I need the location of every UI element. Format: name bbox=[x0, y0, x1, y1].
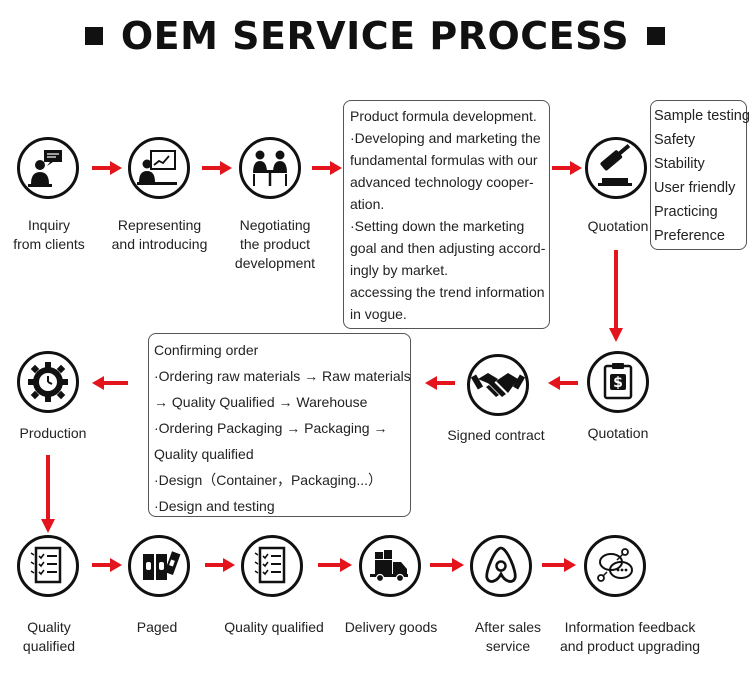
formula-line: fundamental formulas with our bbox=[350, 152, 538, 168]
negotiating-node bbox=[239, 137, 301, 199]
delivery-goods-label: Delivery goods bbox=[344, 619, 438, 635]
sample-line: Sample testing bbox=[654, 108, 750, 124]
meeting-table-icon bbox=[253, 150, 287, 186]
formula-line: accessing the trend information bbox=[350, 284, 545, 300]
order-line: ·Ordering raw materials → Raw materials bbox=[154, 368, 411, 384]
gavel-icon bbox=[598, 144, 632, 186]
handshake-icon bbox=[470, 373, 526, 397]
clipboard-dollar-icon: $ bbox=[603, 363, 633, 400]
sample-line: Safety bbox=[654, 132, 696, 148]
order-line: Quality qualified bbox=[154, 446, 254, 462]
page-title: OEM SERVICE PROCESS bbox=[0, 14, 750, 58]
checklist-icon bbox=[30, 546, 62, 584]
sample-line: Practicing bbox=[654, 204, 718, 220]
signed-contract-label: Signed contract bbox=[447, 427, 545, 443]
production-node bbox=[17, 351, 79, 413]
formula-line: advanced technology cooper- bbox=[350, 174, 534, 190]
representing-node bbox=[128, 137, 190, 199]
order-line: ·Ordering Packaging → Packaging → bbox=[154, 420, 388, 436]
arrow-right bbox=[430, 558, 464, 572]
paged-node bbox=[128, 535, 190, 597]
delivery-goods-node bbox=[359, 535, 421, 597]
arrow-right bbox=[92, 161, 122, 175]
inquiry-node bbox=[17, 137, 79, 199]
arrow-right bbox=[318, 558, 352, 572]
sample-line: Preference bbox=[654, 228, 725, 244]
formula-line: ingly by market. bbox=[350, 262, 449, 278]
arrow-down bbox=[609, 250, 623, 342]
quotation-clipboard-label: Quotation bbox=[587, 425, 649, 441]
arrow-left bbox=[425, 376, 455, 390]
svg-text:$: $ bbox=[613, 375, 623, 391]
title-square-right bbox=[647, 26, 666, 45]
checklist-icon bbox=[254, 546, 286, 584]
formula-line: ation. bbox=[350, 196, 385, 212]
arrow-right bbox=[542, 558, 576, 572]
quotation-clipboard-node: $ bbox=[587, 351, 649, 413]
presentation-board-icon bbox=[137, 150, 177, 185]
sample-line: User friendly bbox=[654, 180, 736, 196]
order-line: ·Design and testing bbox=[154, 498, 275, 514]
formula-line: ·Developing and marketing the bbox=[350, 130, 541, 146]
confirming-order-box: Confirming order ·Ordering raw materials… bbox=[148, 333, 411, 517]
formula-line: in vogue. bbox=[350, 306, 407, 322]
production-label: Production bbox=[19, 425, 87, 441]
formula-development-box: Product formula development. ·Developing… bbox=[343, 100, 550, 329]
arrow-left bbox=[92, 376, 128, 390]
arrow-right bbox=[202, 161, 232, 175]
delivery-truck-icon bbox=[370, 550, 408, 583]
arrow-right bbox=[92, 558, 122, 572]
arrow-right bbox=[205, 558, 235, 572]
arrow-right bbox=[552, 161, 582, 175]
quotation-gavel-node bbox=[585, 137, 647, 199]
order-line: → Quality Qualified → Warehouse bbox=[154, 394, 368, 410]
information-feedback-node bbox=[584, 535, 646, 597]
gear-clock-icon bbox=[28, 362, 68, 402]
signed-contract-node bbox=[467, 354, 529, 416]
arrow-down bbox=[41, 455, 55, 533]
quality-qualified-node bbox=[17, 535, 79, 597]
arrow-left bbox=[548, 376, 578, 390]
sample-line: Stability bbox=[654, 156, 705, 172]
presenter-screen-icon bbox=[28, 150, 62, 187]
quality-qualified-2-node bbox=[241, 535, 303, 597]
formula-line: Product formula development. bbox=[350, 108, 537, 124]
packages-icon bbox=[143, 551, 181, 580]
after-sales-node bbox=[470, 535, 532, 597]
order-line: Confirming order bbox=[154, 342, 259, 358]
title-text: OEM SERVICE PROCESS bbox=[120, 14, 630, 58]
formula-line: ·Setting down the marketing bbox=[350, 218, 525, 234]
arrow-right bbox=[312, 161, 342, 175]
sample-testing-box: Sample testing Safety Stability User fri… bbox=[650, 100, 750, 250]
order-line: ·Design（Container，Packaging...） bbox=[154, 472, 382, 488]
quotation-gavel-label: Quotation bbox=[587, 218, 649, 234]
title-square-left bbox=[84, 26, 103, 45]
quality-qualified-2-label: Quality qualified bbox=[224, 619, 324, 635]
feedback-chat-icon bbox=[597, 548, 633, 582]
airbnb-style-icon bbox=[485, 546, 517, 583]
formula-line: goal and then adjusting accord- bbox=[350, 240, 546, 256]
paged-label: Paged bbox=[136, 619, 178, 635]
